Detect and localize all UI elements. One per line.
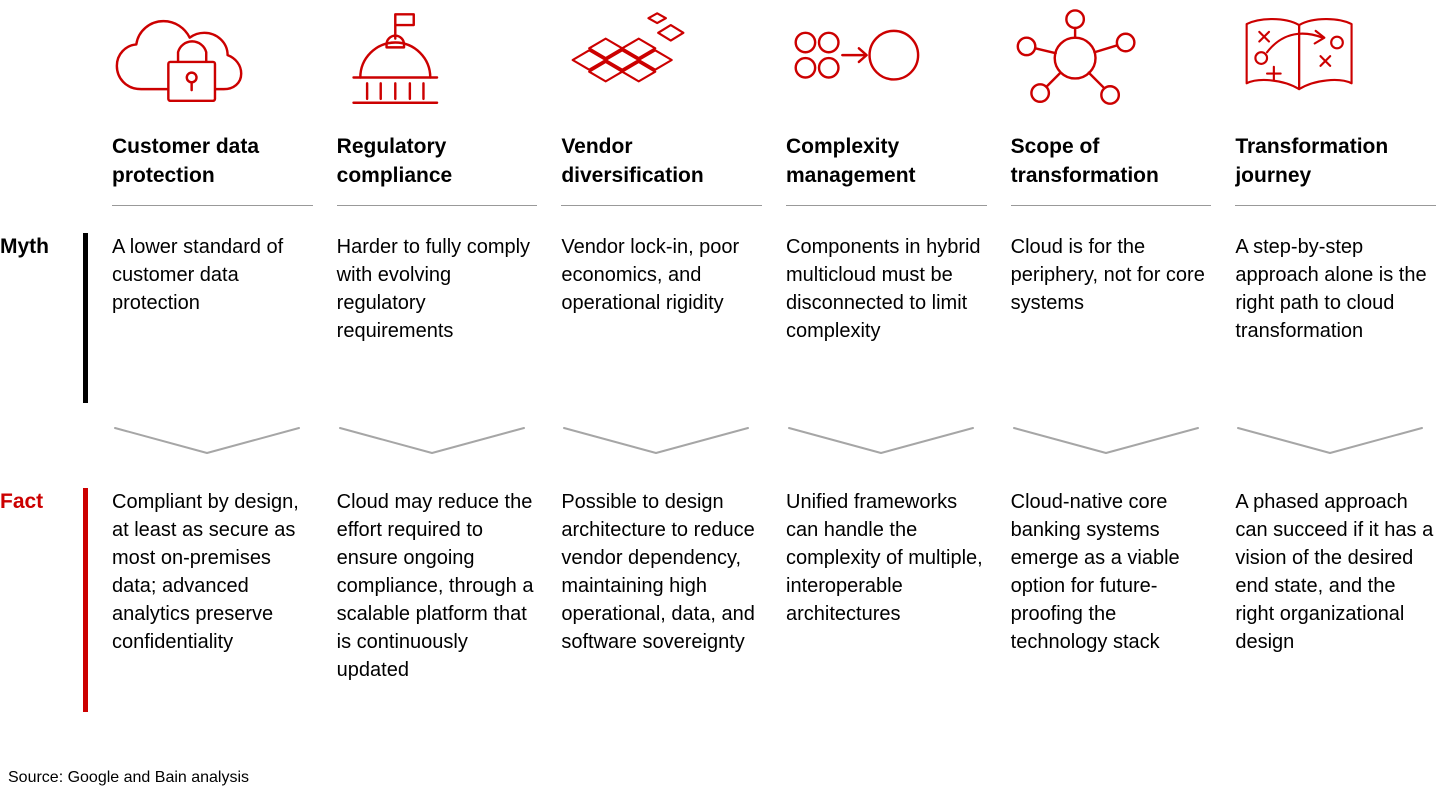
column-title-cell: Customer data protection xyxy=(112,122,313,206)
column-icon-cell xyxy=(112,6,313,122)
myth-text: A lower standard of customer data protec… xyxy=(112,236,284,314)
column-title: Scope of transformation xyxy=(1010,135,1159,187)
fact-text: Unified frameworks can handle the comple… xyxy=(786,491,983,625)
column-icon-cell xyxy=(337,6,538,122)
capitol-dome-icon xyxy=(351,13,438,104)
myth-text: Vendor lock-in, poor economics, and oper… xyxy=(561,236,740,314)
strategy-map-icon xyxy=(1245,18,1353,91)
column-title-cell: Regulatory compliance xyxy=(336,122,538,206)
column-icon-cell xyxy=(561,6,762,122)
myth-text: A step-by-step approach alone is the rig… xyxy=(1235,236,1427,342)
gutter-spacer xyxy=(0,122,88,206)
myth-text: Harder to fully comply with evolving reg… xyxy=(336,236,531,342)
myth-row: Myth A lower standard of customer data p… xyxy=(0,206,1436,403)
myth-fact-infographic: Customer data protection Regulatory comp… xyxy=(0,6,1436,786)
fact-row: Fact Compliant by design, at least as se… xyxy=(0,461,1436,712)
column-title: Complexity management xyxy=(786,135,916,187)
column-title-cell: Transformation journey xyxy=(1235,122,1436,206)
gutter-spacer xyxy=(0,403,88,461)
fact-text: Compliant by design, at least as secure … xyxy=(112,491,299,653)
scattered-diamonds-icon xyxy=(571,12,685,83)
column-title-cell: Vendor diversification xyxy=(561,122,762,206)
fact-row-label: Fact xyxy=(0,490,44,513)
column-title-cell: Complexity management xyxy=(786,122,987,206)
hub-spoke-icon xyxy=(1016,9,1136,105)
icons-row xyxy=(0,6,1436,122)
chevron-down-icon xyxy=(114,427,300,454)
chevron-row xyxy=(0,403,1436,461)
myth-text: Cloud is for the periphery, not for core… xyxy=(1010,236,1205,314)
column-title: Vendor diversification xyxy=(561,135,704,187)
myth-row-label: Myth xyxy=(0,235,49,258)
fact-text: Cloud may reduce the effort required to … xyxy=(336,491,534,681)
column-icon-cell xyxy=(1011,6,1212,122)
fact-label-bar: Fact xyxy=(0,488,88,712)
chevron-down-icon xyxy=(1012,427,1199,454)
gutter-spacer xyxy=(0,6,88,122)
chevron-down-icon xyxy=(563,427,750,454)
column-title-cell: Scope of transformation xyxy=(1010,122,1212,206)
column-title: Transformation journey xyxy=(1235,135,1389,187)
chevron-down-icon xyxy=(1237,427,1424,454)
myth-text: Components in hybrid multicloud must be … xyxy=(786,236,981,342)
source-note: Source: Google and Bain analysis xyxy=(8,769,250,786)
column-icon-cell xyxy=(786,6,987,122)
consolidation-arrow-icon xyxy=(794,29,920,81)
fact-text: Cloud-native core banking systems emerge… xyxy=(1010,491,1180,653)
fact-text: Possible to design architecture to reduc… xyxy=(561,491,755,653)
cloud-lock-icon xyxy=(115,19,243,103)
titles-row: Customer data protection Regulatory comp… xyxy=(0,122,1436,206)
chevron-down-icon xyxy=(338,427,525,454)
fact-text: A phased approach can succeed if it has … xyxy=(1235,491,1434,653)
myth-label-bar: Myth xyxy=(0,233,88,403)
column-title: Customer data protection xyxy=(112,135,260,187)
column-title: Regulatory compliance xyxy=(336,135,453,187)
chevron-down-icon xyxy=(788,427,974,454)
column-icon-cell xyxy=(1235,6,1436,122)
